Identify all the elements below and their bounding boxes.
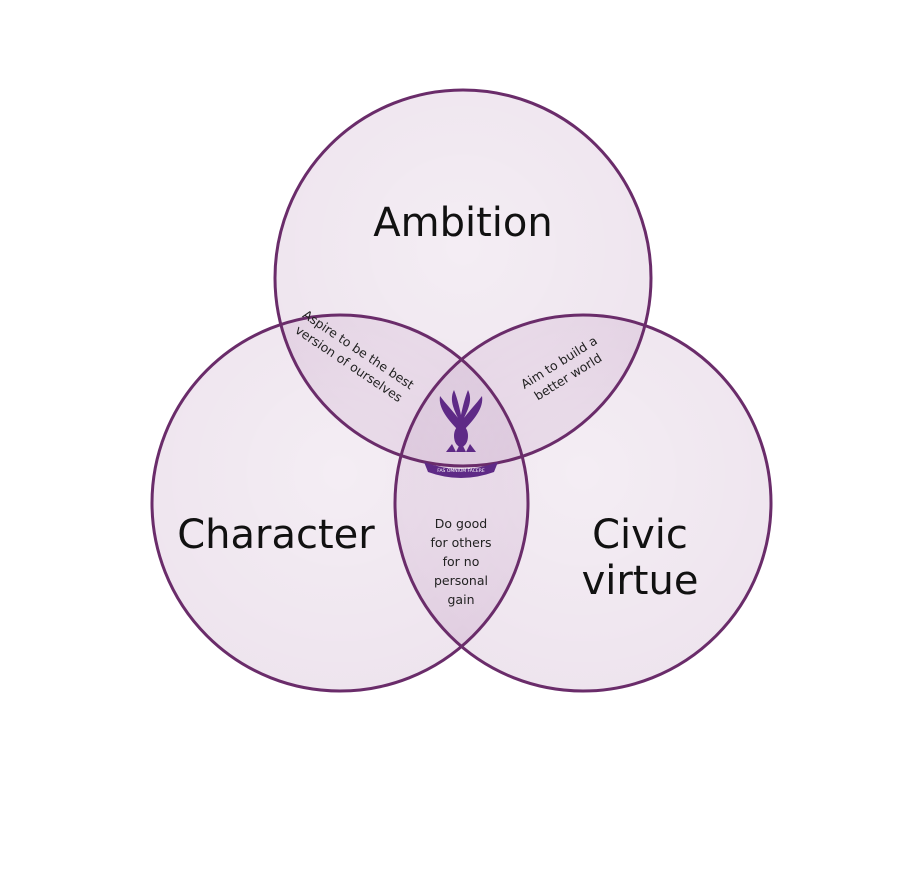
character-label: Character <box>177 512 375 558</box>
do-good-line-5: gain <box>448 592 475 607</box>
phoenix-crest-icon <box>424 390 498 478</box>
do-good-line-4: personal <box>434 573 488 588</box>
do-good-text: Do good for others for no personal gain <box>431 516 492 607</box>
do-good-line-1: Do good <box>435 516 487 531</box>
civic-virtue-label-line1: Civic <box>592 512 688 558</box>
circle-highlights <box>152 90 771 691</box>
crest-ribbon-text: FAS OMNIUM FACERE <box>437 468 485 474</box>
circle-outlines <box>150 88 773 693</box>
do-good-line-2: for others <box>431 535 492 550</box>
ambition-label: Ambition <box>373 200 552 246</box>
do-good-line-3: for no <box>443 554 480 569</box>
civic-virtue-label-line2: virtue <box>582 558 699 604</box>
